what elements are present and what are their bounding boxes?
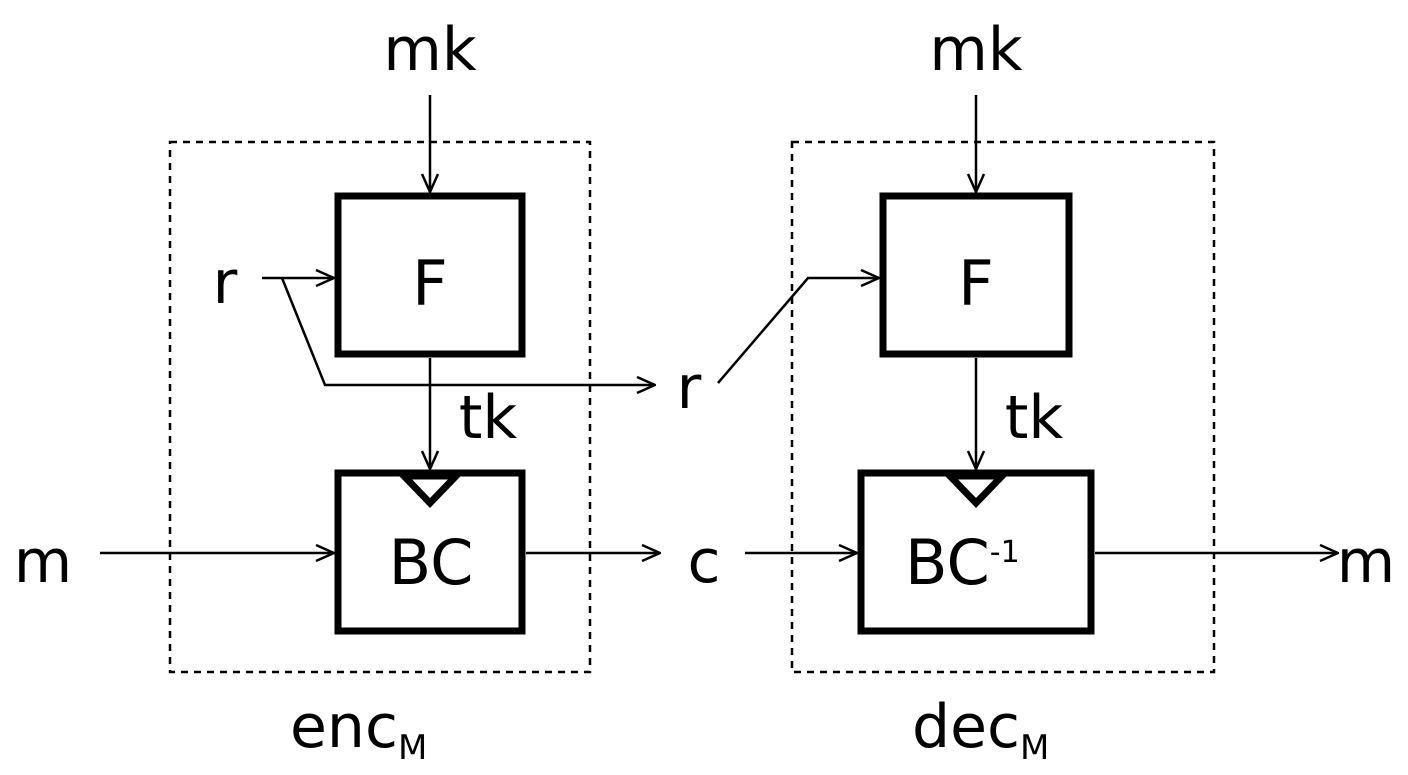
enc-bc-tweak-notch — [395, 472, 465, 509]
enc-boundary — [168, 140, 592, 674]
channel-c-label: c — [688, 527, 721, 597]
enc-r-branch-arrow — [280, 277, 655, 385]
enc-tk-label: tk — [459, 383, 518, 453]
dec-m-label: m — [1337, 527, 1395, 597]
dec-boundary — [790, 140, 1216, 674]
enc-m-label: m — [14, 527, 72, 597]
dec-bc-label: BC-1 — [905, 526, 1020, 599]
dec-r-to-f-arrow — [717, 278, 879, 384]
enc-caption: encM — [290, 692, 427, 768]
dec-bc-box — [857, 469, 1095, 635]
dec-bc-tweak-notch — [941, 472, 1011, 509]
dec-f-box — [879, 192, 1073, 358]
dec-mk-label: mk — [929, 15, 1022, 85]
enc-bc-label: BC — [389, 526, 474, 599]
channel-r-label: r — [677, 353, 702, 423]
dec-f-label: F — [958, 247, 994, 320]
dec-tk-label: tk — [1005, 383, 1064, 453]
dec-caption: decM — [912, 692, 1049, 768]
enc-f-label: F — [412, 247, 448, 320]
enc-r-label: r — [213, 248, 238, 318]
enc-mk-label: mk — [383, 15, 476, 85]
enc-f-box — [334, 192, 526, 358]
